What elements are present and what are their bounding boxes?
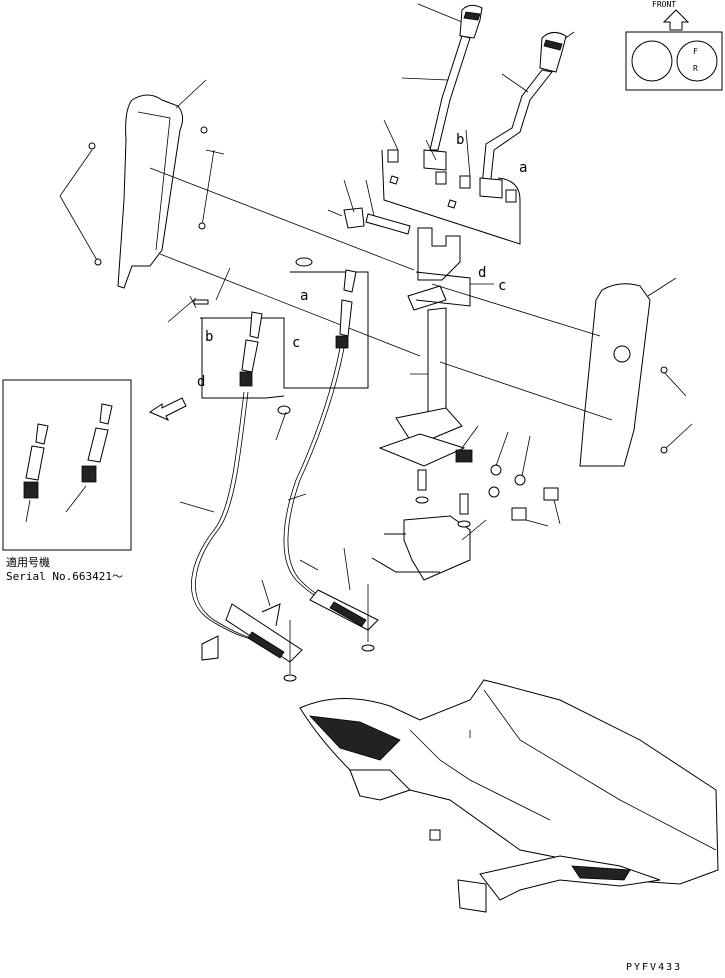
cable-assembly: a b c d b [167,132,464,641]
detail-box [2,379,132,551]
right-lever-knob [539,32,567,73]
stand-column [427,307,447,421]
detail-inset [2,379,187,551]
callout-b-lower: b [205,329,213,345]
pedal-bracket [371,469,549,581]
floor-mat-panel [299,679,719,885]
callout-d-lower: d [197,374,205,390]
left-cover-panel [117,94,184,289]
control-stand: d c [378,227,561,525]
pedal-circle-right [676,40,718,82]
serial-note-line1: 適用号機 [6,555,50,569]
left-lever [401,3,483,171]
callout-a-lower: a [300,288,308,304]
front-box [625,31,723,91]
lever-linkage: a [327,119,527,245]
floor-mat [299,679,719,913]
stand-base [378,433,466,467]
right-cover-panel [579,283,651,467]
left-cover [59,79,225,289]
serial-note-line2: Serial No.663421〜 [6,570,123,583]
callout-a-upper: a [519,160,527,176]
left-lever-knob [459,4,483,39]
right-lever [479,31,575,199]
callout-c-upper: c [498,278,506,294]
view-arrow-icon [148,397,187,422]
front-arrow-icon [662,9,690,31]
callout-b-upper: b [456,132,464,148]
pivot-shaft [365,213,411,235]
left-lever-rod [429,35,471,151]
pedals [201,547,379,682]
front-indicator: FRONT F R [625,0,723,91]
right-cover [579,277,693,467]
callout-d-upper: d [478,265,486,281]
callout-c-lower: c [292,335,300,351]
letter-f: F [693,47,698,56]
right-lever-rod [481,69,553,189]
pedal-circle-left [631,40,673,82]
drawing-code: PYFV433 [626,962,682,973]
front-label: FRONT [652,0,676,9]
letter-r: R [693,64,698,73]
